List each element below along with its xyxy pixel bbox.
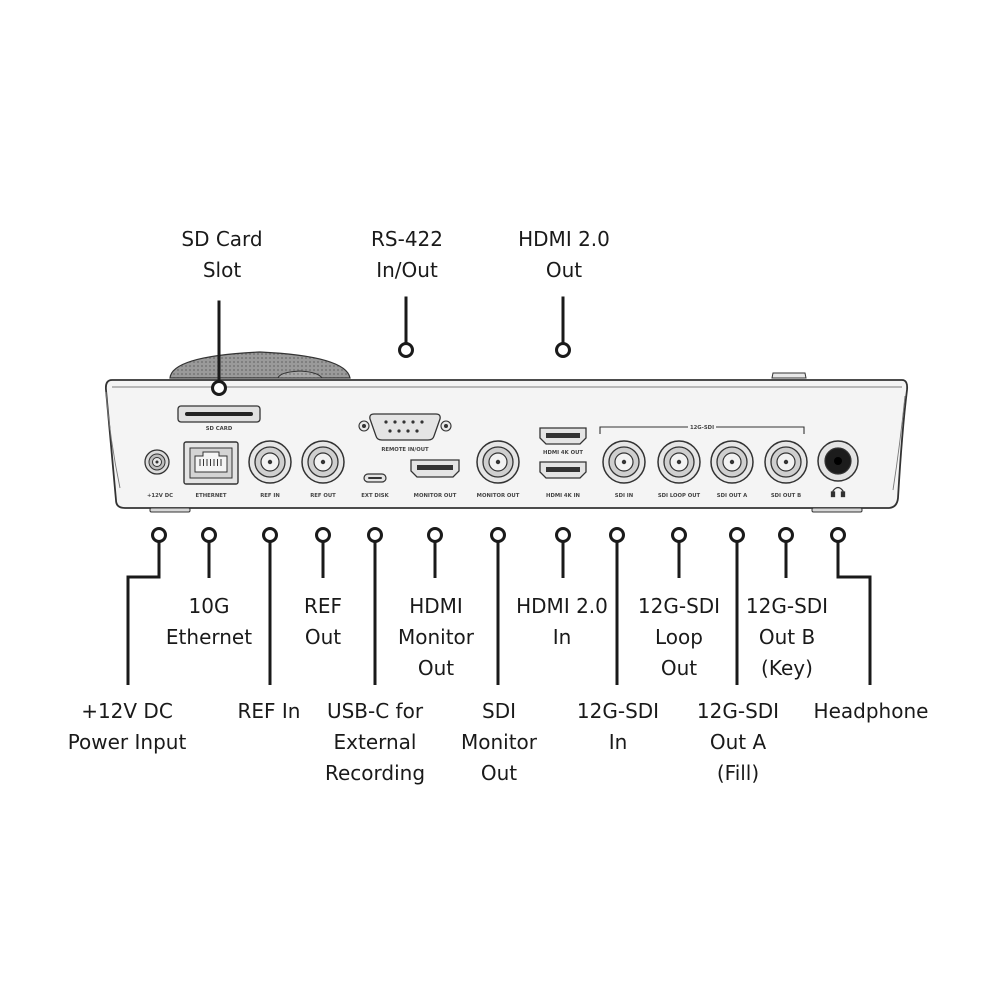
marker-headphone	[830, 527, 846, 543]
callout-rs422: RS-422 In/Out	[371, 227, 443, 282]
hdmi-4k-in-port	[539, 461, 587, 479]
callout-sd-card-slot: SD Card Slot	[181, 227, 263, 282]
panel-label-hdmi-4k-out: HDMI 4K OUT	[543, 450, 583, 456]
marker-ethernet	[201, 527, 217, 543]
marker-sdi-in	[609, 527, 625, 543]
panel-label-ext-disk: EXT DISK	[361, 493, 389, 499]
right-side-bevel	[892, 395, 906, 491]
callout-usbc: USB-C for External Recording	[324, 699, 426, 785]
leader-headphone	[836, 541, 872, 685]
marker-rs422	[398, 342, 414, 358]
marker-usbc	[367, 527, 383, 543]
callout-hdmi-out: HDMI 2.0 Out	[518, 227, 610, 282]
marker-hdmi-monitor	[427, 527, 443, 543]
panel-label-sdi-out-b: SDI OUT B	[771, 493, 801, 499]
panel-label-hdmi-4k-in: HDMI 4K IN	[546, 493, 580, 499]
jog-wheel	[169, 351, 351, 379]
panel-label-sdi-loop-out: SDI LOOP OUT	[658, 493, 701, 499]
bnc-monitor-out	[476, 440, 520, 484]
callout-ref-in: REF In	[237, 699, 301, 723]
marker-hdmi-in	[555, 527, 571, 543]
bnc-sdi-out-b	[764, 440, 808, 484]
hdmi-monitor-out-port	[410, 459, 460, 478]
panel-label-sdi-in: SDI IN	[615, 493, 633, 499]
bnc-ref-in	[248, 440, 292, 484]
panel-label-sdi-monitor-out: MONITOR OUT	[477, 493, 520, 499]
marker-power	[151, 527, 167, 543]
panel-label-sdi-out-a: SDI OUT A	[717, 493, 748, 499]
headphone-jack	[817, 440, 859, 482]
panel-label-ethernet: ETHERNET	[195, 493, 226, 499]
panel-label-hdmi-monitor-out: MONITOR OUT	[414, 493, 457, 499]
marker-sdi-loop	[671, 527, 687, 543]
callout-sdi-out-b: 12G-SDI Out B (Key)	[745, 594, 829, 680]
bnc-ref-out	[301, 440, 345, 484]
headphone-icon	[830, 486, 846, 498]
callout-sdi-loop: 12G-SDI Loop Out	[637, 594, 721, 680]
panel-label-dc: +12V DC	[147, 493, 173, 499]
callout-hdmi-monitor: HDMI Monitor Out	[397, 594, 475, 680]
callout-ref-out: REF Out	[303, 594, 343, 649]
panel-label-sd-card: SD CARD	[206, 426, 233, 432]
bnc-sdi-out-a	[710, 440, 754, 484]
callout-hdmi-in: HDMI 2.0 In	[516, 594, 608, 649]
panel-label-ref-in: REF IN	[260, 493, 280, 499]
marker-sdi-out-b	[778, 527, 794, 543]
panel-label-12g-sdi: 12G-SDI	[690, 425, 714, 431]
callout-sdi-monitor: SDI Monitor Out	[460, 699, 538, 785]
callout-sdi-in: 12G-SDI In	[576, 699, 660, 754]
group-bracket-12g-sdi	[599, 426, 805, 434]
panel-label-remote: REMOTE IN/OUT	[381, 447, 429, 453]
usb-c-port	[363, 473, 387, 483]
dc-power-port	[144, 449, 170, 475]
foot-left	[149, 507, 191, 513]
left-side-bevel	[105, 391, 121, 489]
marker-sd-card	[211, 380, 227, 396]
callout-power: +12V DC Power Input	[67, 699, 187, 754]
callout-headphone: Headphone	[813, 699, 929, 723]
right-button	[771, 372, 807, 379]
leader-power	[126, 541, 161, 685]
foot-right	[811, 507, 863, 513]
marker-ref-out	[315, 527, 331, 543]
panel-label-ref-out: REF OUT	[310, 493, 336, 499]
callout-ethernet: 10G Ethernet	[165, 594, 253, 649]
bnc-sdi-in	[602, 440, 646, 484]
marker-hdmi-out	[555, 342, 571, 358]
ethernet-port	[183, 441, 239, 485]
bnc-sdi-loop-out	[657, 440, 701, 484]
hdmi-4k-out-port	[539, 427, 587, 445]
callout-sdi-out-a: 12G-SDI Out A (Fill)	[696, 699, 780, 785]
marker-sdi-monitor	[490, 527, 506, 543]
rear-knob	[277, 370, 323, 379]
marker-sdi-out-a	[729, 527, 745, 543]
marker-ref-in	[262, 527, 278, 543]
remote-db9-port	[358, 413, 452, 441]
